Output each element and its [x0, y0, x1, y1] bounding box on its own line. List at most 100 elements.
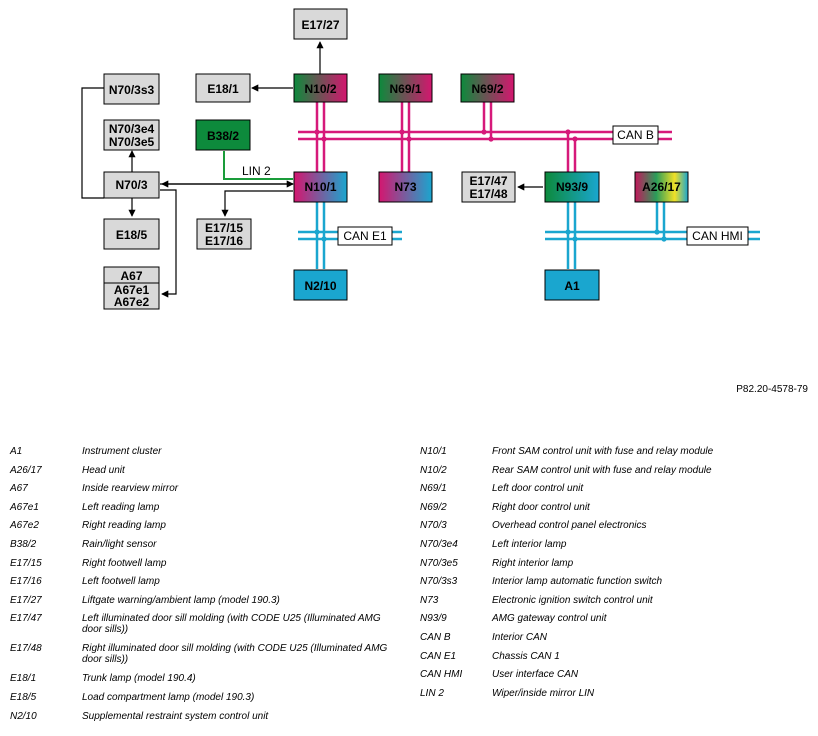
legend-code: A67: [10, 483, 28, 495]
legend-code: B38/2: [10, 538, 37, 550]
network-diagram: E17/27 E18/1 N10/2 N69/1 N69/2 N70/3s3 N…: [81, 8, 808, 395]
legend-description: Left footwell lamp: [82, 576, 160, 588]
legend-description: Interior CAN: [492, 631, 548, 643]
svg-text:CAN E1: CAN E1: [343, 229, 387, 243]
reference-number: P82.20-4578-79: [736, 384, 808, 395]
svg-text:A67: A67: [120, 269, 142, 283]
label-lin-2: LIN 2: [242, 164, 271, 178]
box-n10-1: N10/1: [293, 171, 348, 203]
svg-text:E18/1: E18/1: [207, 82, 239, 96]
legend-description: Left illuminated door sill molding (with…: [82, 613, 381, 636]
box-n70-3s3: N70/3s3: [103, 73, 160, 105]
legend-code: A26/17: [10, 464, 42, 476]
connection-lines: [81, 41, 543, 298]
svg-text:B38/2: B38/2: [207, 129, 239, 143]
legend-code: E18/1: [10, 673, 37, 685]
svg-text:CAN HMI: CAN HMI: [692, 229, 743, 243]
legend-description: Right illuminated door sill molding (wit…: [82, 643, 388, 666]
svg-text:E18/5: E18/5: [116, 228, 148, 242]
box-n93-9: N93/9: [544, 171, 600, 203]
legend-code: E17/47: [10, 613, 42, 625]
svg-text:A26/17: A26/17: [642, 180, 681, 194]
legend-row: E18/1 Trunk lamp (model 190.4): [10, 673, 392, 692]
legend-code: N70/3: [420, 520, 447, 532]
legend-code: CAN B: [420, 631, 451, 643]
legend-code: N2/10: [10, 710, 37, 722]
legend-code: LIN 2: [420, 687, 444, 699]
legend-description: Right reading lamp: [82, 520, 166, 532]
svg-text:E17/47: E17/47: [469, 174, 507, 188]
label-can-hmi: CAN HMI: [686, 226, 749, 246]
legend-description: Right door control unit: [492, 501, 590, 513]
legend-description: Chassis CAN 1: [492, 650, 560, 662]
svg-text:N70/3s3: N70/3s3: [109, 83, 155, 97]
legend-description: Supplemental restraint system control un…: [82, 710, 269, 722]
legend-row: E17/16 Left footwell lamp: [10, 576, 392, 595]
legend-code: CAN HMI: [420, 669, 463, 681]
legend-description: Electronic ignition switch control unit: [492, 594, 653, 606]
box-e17-27: E17/27: [293, 8, 348, 40]
svg-text:N93/9: N93/9: [556, 180, 588, 194]
label-can-e1: CAN E1: [337, 226, 393, 246]
box-n70-3: N70/3: [103, 171, 160, 199]
legend-code: N10/1: [420, 446, 447, 457]
legend-code: N73: [420, 594, 439, 606]
legend-description: Rear SAM control unit with fuse and rela…: [492, 464, 712, 476]
svg-text:N73: N73: [394, 180, 416, 194]
legend-row: CAN E1 Chassis CAN 1: [420, 651, 802, 670]
legend-code: E17/15: [10, 557, 42, 569]
legend-description: Interior lamp automatic function switch: [492, 576, 663, 588]
svg-text:A1: A1: [564, 279, 580, 293]
box-n70-3e4-e5: N70/3e4 N70/3e5: [103, 119, 160, 151]
legend-code: A67e2: [10, 520, 39, 532]
box-b38-2: B38/2: [195, 119, 251, 151]
box-n10-2: N10/2: [293, 73, 348, 103]
legend-description: Head unit: [82, 464, 125, 476]
lin-2-line: [223, 151, 293, 180]
svg-text:E17/16: E17/16: [205, 234, 243, 248]
svg-text:N70/3e4: N70/3e4: [109, 122, 155, 136]
box-n69-2: N69/2: [460, 73, 515, 103]
legend-row: N2/10 Supplemental restraint system contr…: [10, 711, 392, 730]
legend-row: CAN B Interior CAN: [420, 632, 802, 651]
svg-text:N10/2: N10/2: [304, 82, 336, 96]
legend-row: LIN 2 Wiper/inside mirror LIN: [420, 688, 802, 707]
legend-code: N70/3e4: [420, 538, 458, 550]
box-e17-47-48: E17/47 E17/48: [461, 171, 516, 203]
legend-description: Left interior lamp: [492, 538, 567, 550]
legend-description: User interface CAN: [492, 669, 579, 681]
legend-code: E17/16: [10, 576, 42, 588]
legend-row: A67e1 Left reading lamp: [10, 502, 392, 521]
svg-text:N70/3: N70/3: [115, 178, 147, 192]
svg-text:E17/15: E17/15: [205, 221, 243, 235]
box-e18-5: E18/5: [103, 218, 160, 250]
svg-text:A67e1: A67e1: [114, 283, 150, 297]
box-e17-15-16: E17/15 E17/16: [196, 218, 252, 250]
legend-description: Wiper/inside mirror LIN: [492, 687, 595, 699]
legend-code: E18/5: [10, 691, 37, 703]
legend-code: CAN E1: [420, 650, 457, 662]
legend-row: A26/17 Head unit: [10, 465, 392, 484]
legend-code: A1: [10, 446, 23, 457]
svg-text:E17/27: E17/27: [301, 18, 339, 32]
legend-description: Left reading lamp: [82, 501, 160, 513]
legend-row: A67e2 Right reading lamp: [10, 520, 392, 539]
legend-description: Trunk lamp (model 190.4): [82, 673, 196, 685]
legend-code: A67e1: [10, 501, 39, 513]
svg-text:CAN B: CAN B: [617, 128, 654, 142]
svg-text:N69/2: N69/2: [471, 82, 503, 96]
box-e18-1: E18/1: [195, 73, 251, 103]
legend-row: CAN HMI User interface CAN: [420, 669, 802, 688]
legend-description: Instrument cluster: [82, 446, 162, 457]
legend-code: N93/9: [420, 613, 447, 625]
